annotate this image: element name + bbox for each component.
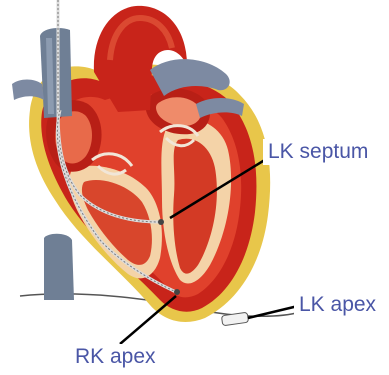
inferior-vena-cava (44, 234, 74, 300)
label-rk-apex: RK apex (70, 344, 161, 370)
superior-vena-cava (40, 28, 72, 118)
septum-electrode (158, 219, 164, 225)
rv-apex-electrode (174, 289, 180, 295)
pulmonary-vein-left (12, 80, 44, 101)
pointer-rk-apex (120, 296, 176, 344)
label-lk-septum: LK septum (263, 139, 373, 165)
label-lk-apex: LK apex (294, 292, 381, 318)
